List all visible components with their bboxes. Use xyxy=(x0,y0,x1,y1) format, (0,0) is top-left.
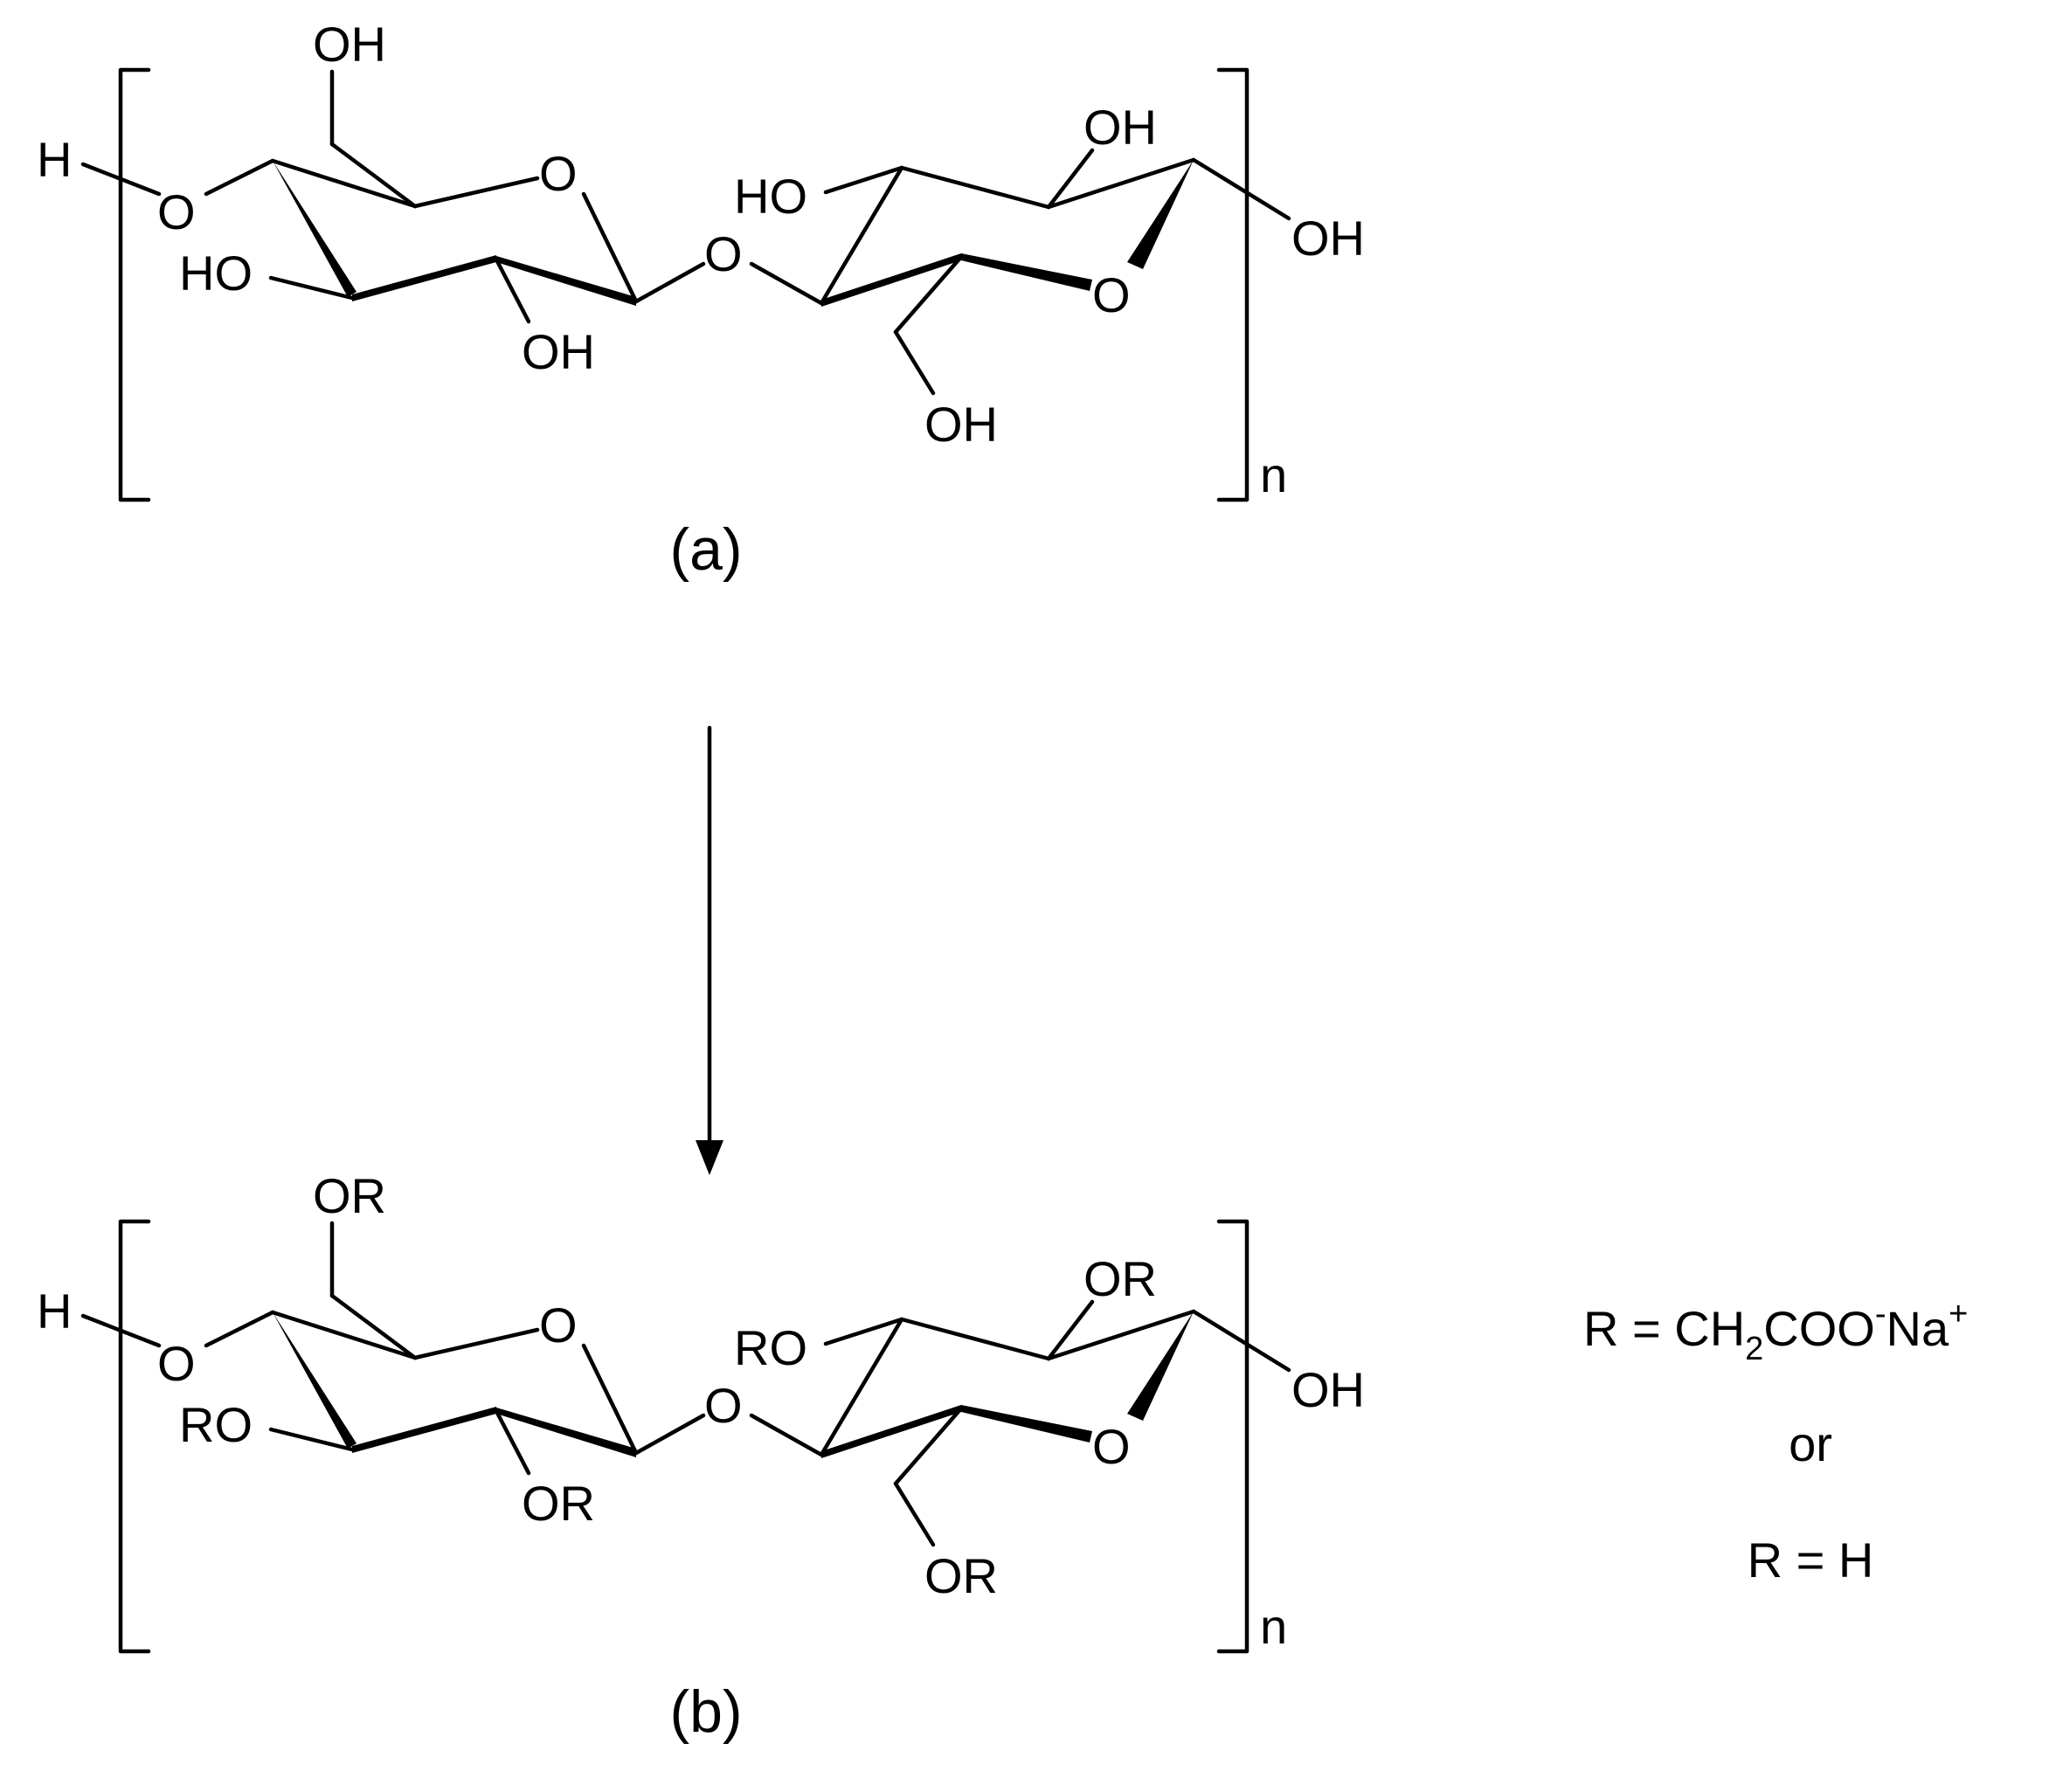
label-c3-ho: HO xyxy=(179,246,253,301)
wedge-c3-c2 xyxy=(352,1407,496,1453)
wedge-c5b-o5b xyxy=(961,1405,1092,1443)
label-end-o: O xyxy=(157,1336,196,1391)
legend-line1-sup-plus: + xyxy=(1949,1296,1968,1332)
wedge-c3-c2 xyxy=(352,255,496,301)
bracket-left xyxy=(118,1219,151,1654)
bond-o-c4 xyxy=(204,158,275,197)
bond-h-o xyxy=(80,162,162,197)
bond-o-c4 xyxy=(204,1310,275,1348)
wedge-c1b-o5b xyxy=(1127,1311,1194,1421)
wedge-c4-c3 xyxy=(273,161,357,297)
label-end-h: H xyxy=(37,132,72,187)
bond-glyo-c4b xyxy=(749,1413,824,1457)
label-c6b-oh: OH xyxy=(924,397,998,452)
wedge-c4b-c5b xyxy=(821,253,961,307)
bracket-left xyxy=(118,67,151,502)
bond-c5-o5 xyxy=(412,1327,540,1360)
label-c6b-or: OR xyxy=(924,1548,998,1603)
bond-c1-glyo xyxy=(633,261,706,304)
label-ring1-o: O xyxy=(539,146,578,201)
bond-c1-glyo xyxy=(633,1413,706,1456)
label-end-o: O xyxy=(157,184,196,239)
bond-c4b-c3b xyxy=(819,165,904,306)
bond-o5-c1 xyxy=(581,1343,639,1456)
label-ring2-top-or: OR xyxy=(1083,1251,1157,1306)
legend-line1-mid: COO xyxy=(1763,1301,1875,1356)
bond-c2-o2 xyxy=(494,1408,531,1476)
label-end-oh: OH xyxy=(1291,1362,1365,1417)
bond-c5-c6 xyxy=(329,1293,418,1360)
bond-glyo-c4b xyxy=(749,261,824,306)
arrow-head-icon xyxy=(696,1140,723,1175)
legend-line1-na: Na xyxy=(1886,1301,1949,1356)
wedge-c4-c3 xyxy=(273,1312,357,1449)
wedge-c1b-o5b xyxy=(1127,160,1194,269)
label-end-oh: OH xyxy=(1291,211,1365,266)
legend-line1-sub: 2 xyxy=(1745,1331,1763,1367)
structure-a-cellulose: H O OH O HO OH O HO OH O OH OH n (a) xyxy=(37,17,1365,583)
wedge-c5b-o5b xyxy=(961,253,1092,291)
label-ring2-o: O xyxy=(1092,1419,1131,1474)
bracket-right xyxy=(1216,1219,1250,1654)
label-ring2-ho: HO xyxy=(734,169,807,224)
wedge-c4b-c5b xyxy=(821,1405,961,1458)
label-ring1-o: O xyxy=(539,1297,578,1353)
structure-b-carboxymethyl-cellulose: H O OR O RO OR O RO OR O OR OH n (b) xyxy=(37,1168,1365,1745)
legend-line1-sup-minus: - xyxy=(1875,1296,1886,1332)
caption-a: (a) xyxy=(669,516,742,583)
bond-c2b-c1b xyxy=(1046,1309,1196,1361)
bond-c3b-c2b xyxy=(899,1317,1051,1361)
label-ring2-o: O xyxy=(1092,267,1131,322)
legend-line1-prefix: R = CH xyxy=(1583,1301,1745,1356)
label-repeat-n: n xyxy=(1260,447,1287,502)
legend-line2: or xyxy=(1789,1416,1832,1471)
bond-c3-o3 xyxy=(268,1427,355,1452)
caption-b: (b) xyxy=(669,1678,742,1745)
bond-c4b-c3b xyxy=(819,1317,904,1457)
bond-c4-c5 xyxy=(270,158,418,209)
bond-c2b-o2b xyxy=(1046,148,1095,210)
label-end-h: H xyxy=(37,1283,72,1339)
bond-c4-c5 xyxy=(270,1310,418,1360)
bond-c6b-o6b xyxy=(893,1481,936,1547)
bond-c1b-o1b xyxy=(1191,157,1291,221)
r-group-legend: R = CH2COO-Na+ or R = H xyxy=(1583,1296,1968,1588)
label-glycosidic-o: O xyxy=(704,226,743,281)
label-ring2-top-oh: OH xyxy=(1083,100,1157,155)
bond-c2b-c1b xyxy=(1046,157,1196,210)
bond-c5b-c6b xyxy=(893,1406,964,1486)
bond-c5-o5 xyxy=(412,176,540,209)
bond-o5-c1 xyxy=(581,191,639,304)
label-glycosidic-o: O xyxy=(704,1378,743,1433)
bond-c6b-o6b xyxy=(893,329,936,396)
bond-c2b-o2b xyxy=(1046,1299,1095,1361)
bond-c3b-c2b xyxy=(899,165,1051,210)
bond-c5b-c6b xyxy=(893,254,964,335)
bond-h-o xyxy=(80,1313,162,1348)
wedge-c2-c1 xyxy=(496,1408,636,1457)
label-c6-oh: OH xyxy=(313,17,386,72)
bond-c3-o3 xyxy=(268,275,355,301)
bond-c1b-o1b xyxy=(1191,1309,1291,1373)
legend-line3: R = H xyxy=(1748,1533,1874,1588)
bond-c3b-o3b xyxy=(823,165,904,195)
reaction-arrow xyxy=(696,725,723,1175)
label-c3-ro: RO xyxy=(179,1397,253,1452)
legend-line1: R = CH2COO-Na+ xyxy=(1583,1296,1968,1367)
bracket-right xyxy=(1216,67,1250,502)
label-ring2-ro: RO xyxy=(734,1320,807,1375)
label-c6-or: OR xyxy=(313,1168,386,1223)
label-c2-or: OR xyxy=(522,1476,595,1531)
wedge-c2-c1 xyxy=(496,256,636,306)
label-repeat-n: n xyxy=(1260,1599,1287,1654)
label-c2-oh: OH xyxy=(522,324,595,379)
bond-c2-o2 xyxy=(494,257,531,324)
bond-c5-c6 xyxy=(329,142,418,209)
bond-c3b-o3b xyxy=(823,1317,904,1346)
